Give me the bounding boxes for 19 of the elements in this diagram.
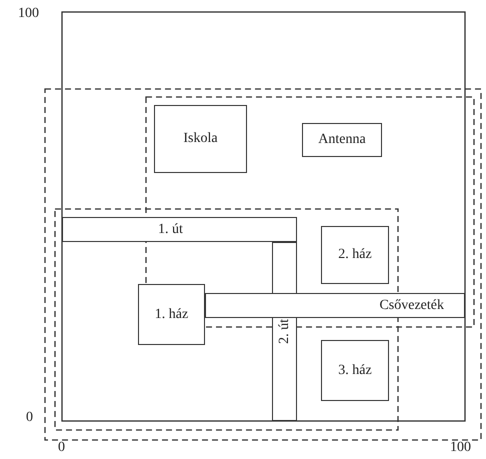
place-name: Iskola — [183, 131, 218, 147]
house-box — [138, 284, 205, 345]
axis-tick-label: 100 — [18, 6, 39, 22]
axis-tick-label: 100 — [450, 440, 471, 456]
place-name: 2. ház — [338, 247, 372, 263]
place-name: 2. út — [276, 319, 292, 344]
house-box — [321, 340, 389, 401]
place-name: 3. ház — [338, 362, 372, 378]
axis-tick-label: 0 — [26, 410, 33, 426]
place-name: Csővezeték — [379, 298, 444, 314]
axis-tick-label: 0 — [58, 440, 65, 456]
pipeline-band — [205, 293, 465, 318]
place-name: 1. ház — [154, 306, 188, 322]
place-name: Antenna — [318, 132, 366, 148]
road-band — [62, 217, 297, 242]
house-box — [321, 226, 389, 284]
building-box — [302, 123, 382, 157]
place-name: 1. út — [158, 222, 183, 238]
building-box — [154, 105, 247, 173]
